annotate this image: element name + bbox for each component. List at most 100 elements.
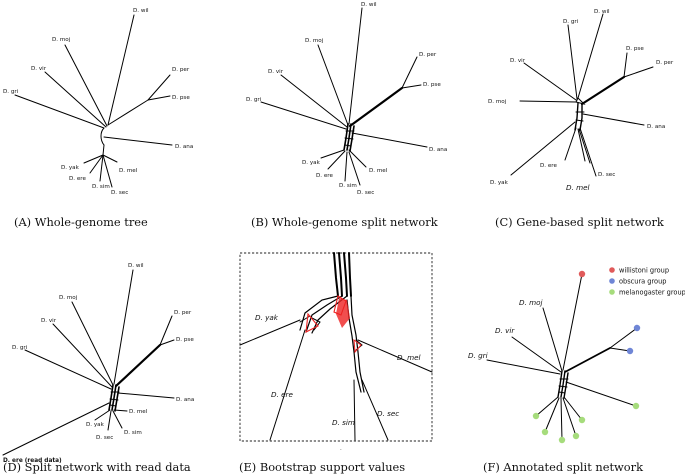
label-moj: D. moj [59,295,78,301]
edge-gri [14,94,105,129]
edge-obscura-stem [114,343,162,388]
edge-per [159,315,173,346]
label-ana: D. ana [175,144,193,150]
tip-melanogaster-3 [541,428,549,436]
label-sim: D. sim [92,184,110,190]
edge-gri [486,359,561,375]
label-gri: D. gri [246,97,262,103]
edge-ana [351,132,428,148]
label-pse: D. pse [626,46,644,52]
label-pse: D. pse [172,95,190,101]
label-sec: D. sec [111,190,128,196]
label-yak: D. yak [61,165,80,171]
label-pse: D. pse [423,82,441,88]
tip-obscura-2 [626,347,634,355]
network-core [108,384,120,412]
edge-obscura-stem [348,86,404,128]
label-ere: D. ere [69,176,86,182]
panel-d-split-network-read-data: D. wil D. moj D. vir D. gri D. per D. ps… [2,263,194,464]
label-vir: D. vir [495,326,515,335]
label-sec: D. sec [357,190,374,196]
edge-ere-read [2,402,110,456]
label-moj: D. moj [519,298,543,307]
label-per: D. per [172,67,190,73]
label-sim: D. sim [339,183,357,189]
legend-swatch-willistoni [609,267,615,273]
label-gri: D. gri [563,19,579,25]
label-wil: D. wil [128,263,144,269]
edge-vir [511,336,562,373]
caption-e: (E) Bootstrap support values [239,460,405,474]
label-mel: D. mel [129,409,148,415]
panel-b-whole-genome-split-network: D. wil D. moj D. vir D. gri D. per D. ps… [246,2,447,196]
tree-root-arc [100,127,105,146]
label-wil: D. wil [361,2,377,8]
edge-mel-group-5 [562,397,577,437]
edge-sim [112,410,123,429]
caption-f: (F) Annotated split network [483,460,643,474]
edge-sec [361,379,389,441]
edge-moj [519,100,577,103]
edge-mel [579,127,597,177]
caption-d: (D) Split network with read data [3,460,191,474]
tip-melanogaster-6 [578,416,586,424]
edge-mel [102,154,118,163]
network-core [343,123,355,152]
label-ana: D. ana [176,397,194,403]
edge-pse [159,339,175,346]
label-vir: D. vir [510,58,526,64]
label-gri: D. gri [3,89,19,95]
caption-a: (A) Whole-genome tree [14,215,148,229]
edge-sec [348,151,361,186]
edge-sim [353,379,356,441]
edge-mel-group-3 [544,397,560,433]
edge-ere [327,150,346,170]
edge-wil [113,269,134,385]
label-moj: D. moj [52,37,71,43]
label-pse: D. pse [176,337,194,343]
label-ere: D. ere [316,173,333,179]
tip-melanogaster-4 [558,436,566,444]
edge-per [147,74,171,101]
network-core-zoom [299,252,365,393]
panel-c-gene-based-split-network: D. wil D. gri D. vir D. moj D. pse D. pe… [488,9,674,192]
label-sec: D. sec [377,409,399,418]
edge-mel-stem [102,144,105,156]
label-per: D. per [656,60,674,66]
network-core [574,102,585,131]
edge-gri [260,101,347,130]
edge-sec [578,128,591,164]
edge-vir [280,74,348,128]
label-ana: D. ana [647,124,665,130]
legend-label-willistoni: willistoni group [619,267,669,275]
edge-yak [320,149,345,159]
label-ere: D. ere [271,390,293,399]
edge-mel [357,339,433,373]
edge-per [623,66,654,78]
edge-vir [52,323,113,388]
label-sec: D. sec [598,172,615,178]
edge-moj [64,44,108,127]
support-marks [305,295,362,354]
edge-sim [344,151,348,182]
edge-yak [94,409,111,421]
label-wil: D. wil [594,9,610,15]
edge-ere [564,127,577,161]
panel-f-annotated-split-network: D. moj D. vir D. gri willistoni group ob… [468,267,685,444]
edge-yak [83,154,104,164]
edge-ere [89,154,104,174]
edge-mel-group-2 [535,396,559,417]
edge-pse [623,52,628,78]
label-moj: D. moj [488,99,507,105]
edge-gri [24,349,112,390]
label-moj: D. moj [305,38,324,44]
label-vir: D. vir [31,66,47,72]
legend-label-melanogaster: melanogaster group [619,289,685,297]
label-yak: D. yak [490,180,509,186]
edge-ere [269,329,306,441]
edge-yak [239,319,301,346]
edge-ana [103,136,173,146]
edge-ana [117,392,175,399]
label-yak: D. yak [255,313,279,322]
label-per: D. per [174,310,192,316]
